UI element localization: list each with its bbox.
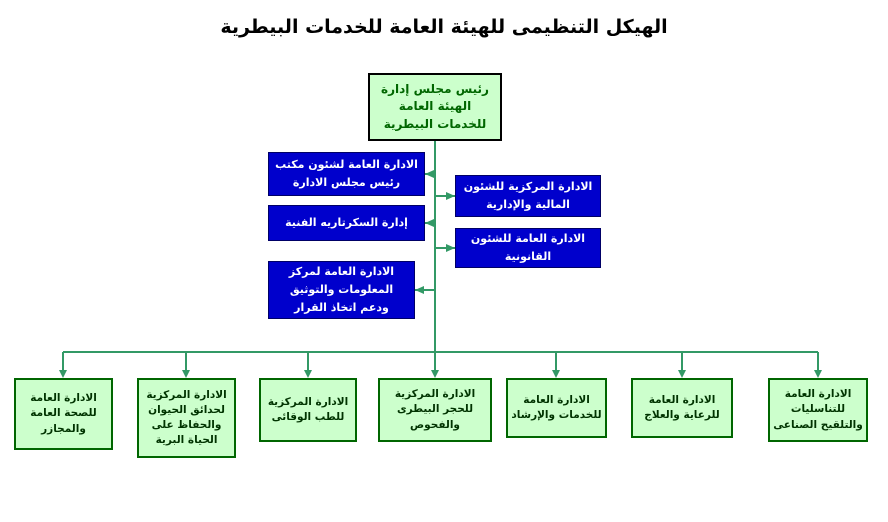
arrowhead-left-1 bbox=[425, 170, 434, 178]
node-label: الادارة العامة للصحة العامة والمجازر bbox=[30, 392, 97, 435]
node-label: إدارة السكرتاريه الفنية bbox=[285, 215, 408, 229]
node-chairman: رئيس مجلس إدارة الهيئة العامة للخدمات ال… bbox=[368, 73, 502, 141]
arrowhead-drop-1 bbox=[59, 370, 67, 378]
node-label: الادارة العامة للخدمات والإرشاد bbox=[511, 393, 602, 421]
arrowhead-drop-4 bbox=[431, 370, 439, 378]
arrowhead-drop-7 bbox=[814, 370, 822, 378]
node-reproduction-ai: الادارة العامة للتناسليات والتلقيح الصنا… bbox=[768, 378, 868, 442]
node-label: الادارة العامة للرعاية والعلاج bbox=[644, 393, 720, 421]
arrowhead-drop-2 bbox=[182, 370, 190, 378]
node-chairman-office: الادارة العامة لشئون مكتب رئيس مجلس الاد… bbox=[268, 152, 425, 196]
node-public-health-slaughterhouses: الادارة العامة للصحة العامة والمجازر bbox=[14, 378, 113, 450]
arrowhead-drop-3 bbox=[304, 370, 312, 378]
node-preventive-medicine: الادارة المركزية للطب الوقائى bbox=[259, 378, 357, 442]
arrowhead-drop-6 bbox=[678, 370, 686, 378]
chart-title: الهيكل التنظيمى للهيئة العامة للخدمات ال… bbox=[220, 16, 668, 38]
node-technical-secretariat: إدارة السكرتاريه الفنية bbox=[268, 205, 425, 241]
node-label: الادارة العامة لشئون مكتب رئيس مجلس الاد… bbox=[275, 157, 418, 189]
node-label: الادارة العامة للشئون القانونية bbox=[470, 231, 586, 263]
arrowhead-right-1 bbox=[446, 192, 455, 200]
node-label: رئيس مجلس إدارة الهيئة العامة للخدمات ال… bbox=[381, 81, 489, 131]
arrowhead-right-2 bbox=[446, 244, 455, 252]
arrowhead-left-2 bbox=[425, 219, 434, 227]
node-label: الادارة المركزية لحدائق الحيوان والحفاظ … bbox=[146, 388, 227, 447]
node-care-treatment: الادارة العامة للرعاية والعلاج bbox=[631, 378, 733, 438]
node-services-extension: الادارة العامة للخدمات والإرشاد bbox=[506, 378, 607, 438]
node-label: الادارة العامة لمركز المعلومات والتوثيق … bbox=[288, 264, 395, 315]
node-label: الادارة المركزية للشئون المالية والإداري… bbox=[463, 179, 593, 211]
node-financial-admin-affairs: الادارة المركزية للشئون المالية والإداري… bbox=[455, 175, 601, 217]
node-label: الادارة المركزية للطب الوقائى bbox=[267, 395, 349, 423]
node-label: الادارة المركزية للحجر البيطرى والفحوص bbox=[394, 388, 476, 431]
node-legal-affairs: الادارة العامة للشئون القانونية bbox=[455, 228, 601, 268]
node-veterinary-quarantine: الادارة المركزية للحجر البيطرى والفحوص bbox=[378, 378, 492, 442]
arrowhead-drop-5 bbox=[552, 370, 560, 378]
arrowhead-left-3 bbox=[415, 286, 424, 294]
node-information-center: الادارة العامة لمركز المعلومات والتوثيق … bbox=[268, 261, 415, 319]
node-zoos-wildlife: الادارة المركزية لحدائق الحيوان والحفاظ … bbox=[137, 378, 236, 458]
node-label: الادارة العامة للتناسليات والتلقيح الصنا… bbox=[773, 388, 863, 431]
